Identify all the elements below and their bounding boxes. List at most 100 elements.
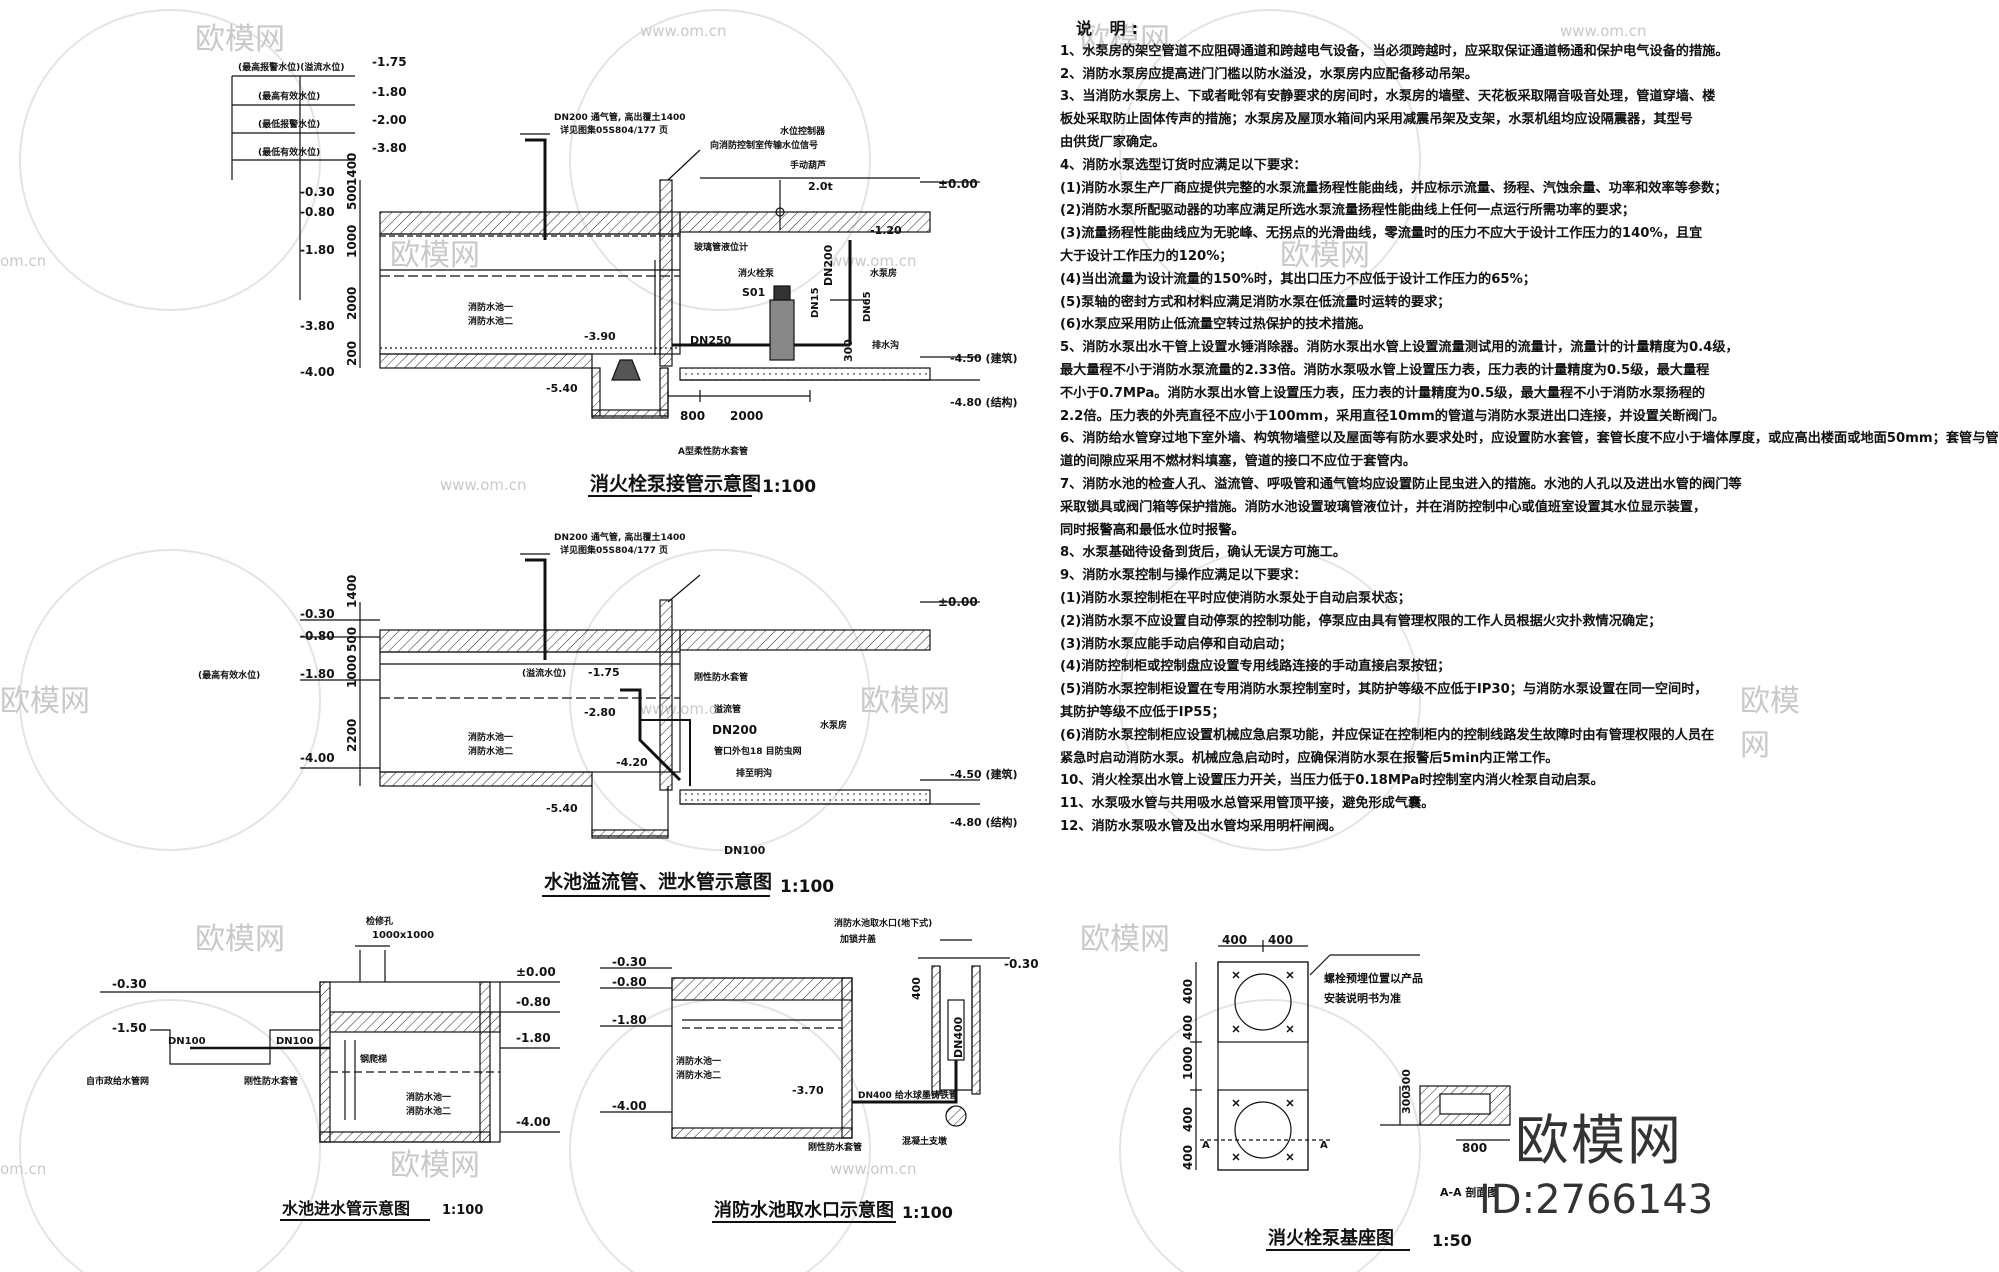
- brand-id: ID:2766143: [1479, 1177, 1714, 1223]
- note-line: 板处采取防止固体传声的措施；水泵房及屋顶水箱间内采用减震吊架及支架，水泵机组均应…: [1060, 112, 1693, 128]
- dimension-label: 1000: [1181, 1047, 1195, 1080]
- drawing-scale: 1:100: [762, 477, 816, 497]
- dimension-label: 300: [1400, 1069, 1413, 1092]
- pipe-label: -1.20: [870, 224, 902, 237]
- pump-base-text: 400 400 400 400 1000 400 400 螺栓预埋位置以产品 安…: [1181, 933, 1498, 1250]
- elevation-label: -4.80 (结构): [950, 395, 1018, 409]
- cut-mark: A: [1202, 1140, 1210, 1151]
- note-line: (5)消防水泵控制柜设置在专用消防水泵控制室时，其防护等级不应低于IP30；与消…: [1060, 682, 1708, 698]
- dimension-label: 400: [1222, 933, 1247, 947]
- pipe-label: DN100: [276, 1036, 314, 1047]
- note-label: 自市政给水管网: [86, 1075, 149, 1087]
- elevation-label: -4.00: [300, 751, 335, 765]
- note-line: (3)流量扬程性能曲线应为无驼峰、无拐点的光滑曲线，零流量时的压力不应大于设计工…: [1060, 226, 1703, 242]
- note-line: 12、消防水泵吸水管及出水管均采用明杆闸阀。: [1060, 818, 1343, 834]
- level-value: -1.80: [372, 85, 407, 99]
- note-line: (2)消防水泵不应设置自动停泵的控制功能，停泵应由具有管理权限的工作人员根据火灾…: [1060, 613, 1662, 629]
- elevation-label: -0.30: [300, 607, 335, 621]
- watermark-site: www.om.cn: [1560, 22, 1647, 40]
- note-line: (1)消防水泵控制柜在平时应使消防水泵处于自动启泵状态；: [1060, 590, 1411, 606]
- elevation-label: -0.80: [300, 205, 335, 219]
- dimension-label: 400: [910, 977, 923, 1000]
- note-line: (6)水泵应采用防止低流量空转过热保护的技术措施。: [1060, 317, 1372, 333]
- watermark-brand: 欧模网: [0, 684, 90, 719]
- inlet-pipe-text: 检修孔 1000x1000 -0.30 -1.50 ±0.00 -0.80 -1…: [86, 915, 556, 1218]
- note-line: 同时报警高和最低水位时报警。: [1060, 522, 1245, 538]
- level-tag: (最高有效水位): [198, 669, 260, 681]
- dimension-label: 400: [1181, 1145, 1195, 1170]
- note-line: (4)消防控制柜或控制盘应设置专用线路连接的手动直接启泵按钮；: [1060, 659, 1451, 675]
- pipe-label: DN400 给水球墨铸铁管: [858, 1089, 958, 1101]
- dimension-label: 400: [1181, 979, 1195, 1004]
- watermark-site-short: om.cn: [0, 252, 47, 270]
- notes-lines: 1、水泵房的架空管道不应阻碍通道和跨越电气设备，当必须跨越时，应采取保证通道畅通…: [1060, 41, 1999, 839]
- note-line: 采取锁具或阀门箱等保护措施。消防水池设置玻璃管液位计，并在消防控制中心或值班室设…: [1060, 499, 1707, 515]
- vent-note: DN200 通气管, 高出覆土1400: [554, 531, 686, 543]
- riser-label: A型柔性防水套管: [678, 445, 748, 457]
- dimension-label: 2200: [345, 719, 359, 752]
- vent-note: DN200 通气管, 高出覆土1400: [554, 111, 686, 123]
- dimension-label: 1000: [345, 655, 359, 688]
- elevation-label: -4.00: [516, 1115, 551, 1129]
- level-value: -3.80: [372, 141, 407, 155]
- dimension-label: 400: [1181, 1015, 1195, 1040]
- overflow-elev: -1.75: [588, 666, 620, 679]
- gauge-label: 玻璃管液位计: [694, 241, 748, 253]
- control-note: 水位控制器: [780, 125, 826, 137]
- pool-label: 消防水池二: [676, 1069, 721, 1081]
- note-label: 管口外包18 目防虫网: [714, 745, 802, 757]
- elevation-label: -0.80: [300, 629, 335, 643]
- room-label: 水泵房: [870, 267, 897, 279]
- level-tag: (最高有效水位): [258, 90, 320, 102]
- elevation-label: -0.30: [112, 977, 147, 991]
- note-label: 溢流管: [714, 703, 741, 715]
- dimension-label: 1000: [345, 225, 359, 258]
- manhole-size: 1000x1000: [372, 930, 434, 941]
- note-line: 9、消防水泵控制与操作应满足以下要求：: [1060, 568, 1307, 584]
- general-notes: 说 明: 1、水泵房的架空管道不应阻碍通道和跨越电气设备，当必须跨越时，应采取保…: [1060, 18, 1999, 839]
- dimension-label: 800: [680, 409, 705, 423]
- notes-heading: 说 明:: [1076, 19, 1144, 38]
- watermark-brand: 欧模网: [195, 22, 285, 57]
- drawing-sheet: (最高报警水位)(溢流水位) (最高有效水位) (最低报警水位) (最低有效水位…: [86, 55, 1511, 1251]
- drawing-scale: 1:100: [780, 877, 834, 897]
- watermark-site: www.om.cn: [440, 476, 527, 494]
- note-line: 不小于0.7MPa。消防水泵出水管上设置压力表，压力表的计量精度为0.5级，最大…: [1060, 385, 1706, 401]
- elevation-label: ±0.00: [516, 965, 556, 979]
- pool-label: 消防水池一: [406, 1091, 451, 1103]
- overflow-level: (溢流水位): [522, 667, 566, 679]
- note-line: 3、当消防水泵房上、下或者毗邻有安静要求的房间时，水泵房的墙壁、天花板采取隔音吸…: [1060, 89, 1716, 105]
- pipe-label: -3.70: [792, 1084, 824, 1097]
- note-line: 5、消防水泵出水干管上设置水锤消除器。消防水泵出水管上设置流量测试用的流量计，流…: [1060, 340, 1739, 356]
- section-label: A-A 剖面图: [1440, 1185, 1498, 1199]
- note-line: 道的间隙应采用不燃材料填塞，管道的接口不应位于套管内。: [1060, 454, 1417, 470]
- elevation-label: -4.50 (建筑): [950, 351, 1018, 365]
- pipe-elev: -2.80: [584, 706, 616, 719]
- intake-diagram: [600, 939, 1010, 1139]
- dimension-label: 1400: [345, 153, 359, 186]
- watermark-brand: 欧模网: [1740, 684, 1800, 763]
- drawing-title: 消火栓泵接管示意图: [590, 472, 761, 495]
- pipe-label: DN400: [952, 1016, 965, 1058]
- elevation-label: -4.50 (建筑): [950, 767, 1018, 781]
- pipe-label: -3.90: [584, 330, 616, 343]
- note-line: 4、消防水泵选型订货时应满足以下要求：: [1060, 157, 1307, 173]
- vent-ref: 详见图集05S804/177 页: [560, 124, 668, 136]
- note-label: 混凝土支墩: [902, 1135, 948, 1147]
- drawing-title: 消防水池取水口示意图: [714, 1199, 894, 1221]
- note-line: 2、消防水泵房应提高进门门槛以防水溢没，水泵房内应配备移动吊架。: [1060, 66, 1478, 82]
- drawing-title: 消火栓泵基座图: [1268, 1227, 1394, 1249]
- drawing-scale: 1:100: [442, 1203, 483, 1218]
- elevation-label: ±0.00: [938, 177, 978, 191]
- elevation-label: -1.80: [300, 243, 335, 257]
- note-line: (3)消防水泵应能手动启停和自动启动；: [1060, 636, 1293, 652]
- note-label: 刚性防水套管: [694, 671, 748, 683]
- note-label: 刚性防水套管: [244, 1075, 298, 1087]
- pump-label: 消火栓泵: [738, 267, 775, 279]
- inlet-pipe-diagram: [100, 945, 560, 1143]
- bolt-note: 安装说明书为准: [1324, 991, 1401, 1005]
- note-line: 其防护等级不应低于IP55；: [1060, 704, 1225, 720]
- note-label: 加锁井盖: [839, 933, 876, 945]
- pump-connection-text: (最高报警水位)(溢流水位) (最高有效水位) (最低报警水位) (最低有效水位…: [238, 55, 1018, 497]
- pool-label: 消防水池一: [468, 731, 513, 743]
